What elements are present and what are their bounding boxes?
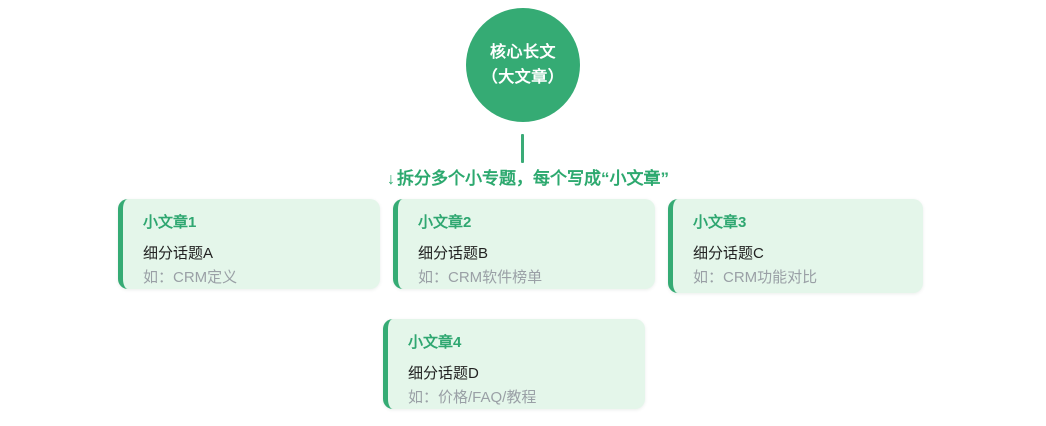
split-caption-text: 拆分多个小专题，每个写成“小文章” [397,169,669,188]
core-article-title-line-2: （大文章） [481,69,565,86]
sub-article-topic: 细分话题D [408,365,479,382]
core-article-title-line-1: 核心长文 [489,44,556,61]
sub-article-example: 如：CRM软件榜单 [418,269,543,286]
vertical-connector-line [521,134,524,163]
sub-article-example: 如：CRM定义 [143,269,238,286]
sub-article-title: 小文章1 [143,214,197,231]
sub-article-card[interactable]: 小文章2 细分话题B 如：CRM软件榜单 [393,199,655,289]
sub-article-card[interactable]: 小文章3 细分话题C 如：CRM功能对比 [668,199,923,293]
sub-article-topic: 细分话题B [418,245,489,262]
sub-article-topic: 细分话题A [143,245,214,262]
sub-article-title: 小文章4 [408,334,462,351]
sub-article-topic: 细分话题C [693,245,764,262]
sub-article-card[interactable]: 小文章1 细分话题A 如：CRM定义 [118,199,380,289]
sub-article-title: 小文章3 [693,214,747,231]
sub-article-example: 如：价格/FAQ/教程 [408,389,537,406]
sub-article-example: 如：CRM功能对比 [693,269,818,286]
sub-article-card[interactable]: 小文章4 细分话题D 如：价格/FAQ/教程 [383,319,645,409]
split-caption: ↓拆分多个小专题，每个写成“小文章” [0,168,1046,191]
core-article-node: 核心长文 （大文章） [466,8,580,122]
sub-article-title: 小文章2 [418,214,472,231]
down-arrow-icon: ↓ [387,171,395,188]
